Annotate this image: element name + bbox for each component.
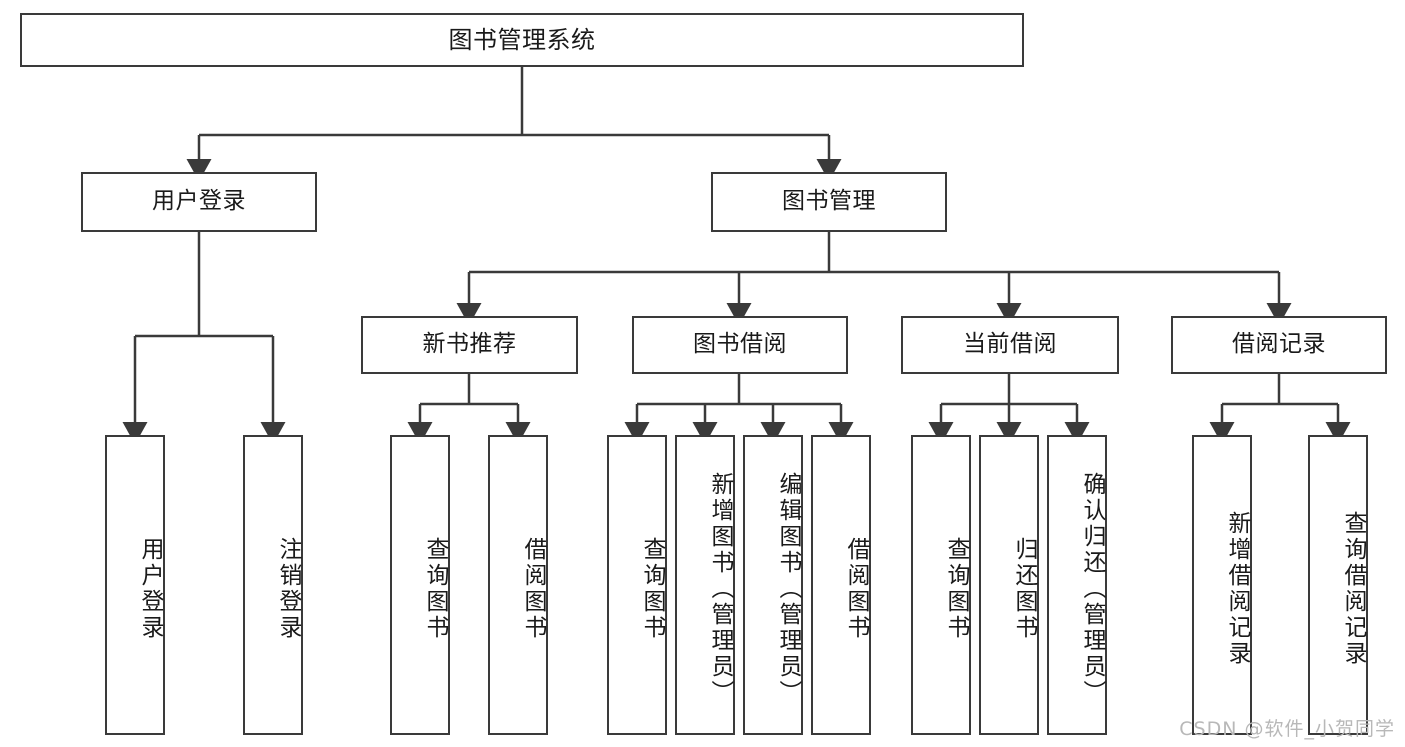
node-label: 图书管理系统 <box>448 25 596 54</box>
node-leaf-user-login[interactable]: 用户登录 <box>105 435 165 735</box>
node-leaf-query-record[interactable]: 查询借阅记录 <box>1308 435 1368 735</box>
node-leaf-confirm-return[interactable]: 确认归还（管理员） <box>1047 435 1107 735</box>
watermark-text: CSDN @软件_小贺同学 <box>1179 718 1395 740</box>
node-label: 图书管理 <box>782 188 876 215</box>
node-label: 新增图书（管理员） <box>707 472 733 706</box>
node-label: 查询图书 <box>943 537 969 641</box>
node-book-borrow[interactable]: 图书借阅 <box>632 316 848 374</box>
node-label: 借阅记录 <box>1232 331 1326 358</box>
node-leaf-query-book-1[interactable]: 查询图书 <box>390 435 450 735</box>
node-label: 新增借阅记录 <box>1224 511 1250 667</box>
node-label: 确认归还（管理员） <box>1079 472 1105 706</box>
node-label: 查询图书 <box>422 537 448 641</box>
node-current-borrow[interactable]: 当前借阅 <box>901 316 1119 374</box>
node-leaf-add-record[interactable]: 新增借阅记录 <box>1192 435 1252 735</box>
node-label: 当前借阅 <box>963 331 1057 358</box>
node-label: 借阅图书 <box>843 537 869 641</box>
node-label: 新书推荐 <box>422 331 517 358</box>
node-label: 注销登录 <box>275 537 301 641</box>
node-leaf-borrow-book-1[interactable]: 借阅图书 <box>488 435 548 735</box>
node-leaf-query-book-2[interactable]: 查询图书 <box>607 435 667 735</box>
node-label: 查询图书 <box>639 537 665 641</box>
node-label: 归还图书 <box>1011 537 1037 641</box>
node-user-login[interactable]: 用户登录 <box>81 172 317 232</box>
node-label: 用户登录 <box>137 537 163 641</box>
node-leaf-return-book[interactable]: 归还图书 <box>979 435 1039 735</box>
node-book-management[interactable]: 图书管理 <box>711 172 947 232</box>
node-label: 借阅图书 <box>520 537 546 641</box>
node-label: 图书借阅 <box>693 331 787 358</box>
node-leaf-add-book[interactable]: 新增图书（管理员） <box>675 435 735 735</box>
node-leaf-logout-login[interactable]: 注销登录 <box>243 435 303 735</box>
node-label: 用户登录 <box>152 188 246 215</box>
node-label: 编辑图书（管理员） <box>775 472 801 706</box>
node-book-management-system[interactable]: 图书管理系统 <box>20 13 1024 67</box>
node-borrow-record[interactable]: 借阅记录 <box>1171 316 1387 374</box>
node-label: 查询借阅记录 <box>1340 511 1366 667</box>
node-leaf-edit-book[interactable]: 编辑图书（管理员） <box>743 435 803 735</box>
node-leaf-borrow-book-2[interactable]: 借阅图书 <box>811 435 871 735</box>
node-new-book-recommend[interactable]: 新书推荐 <box>361 316 578 374</box>
node-leaf-query-book-3[interactable]: 查询图书 <box>911 435 971 735</box>
